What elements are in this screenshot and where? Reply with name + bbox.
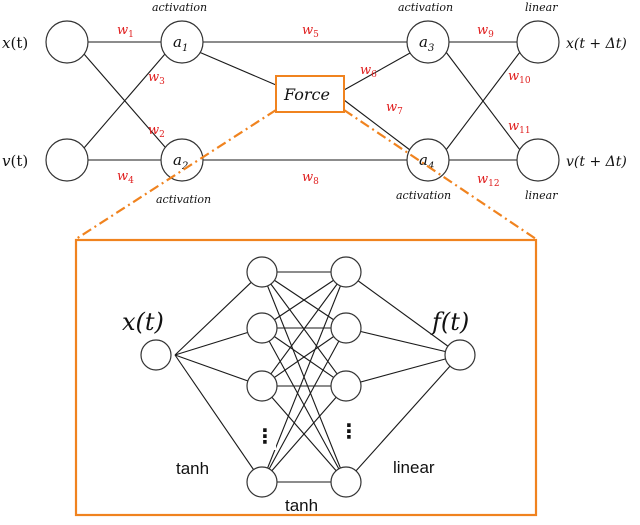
weight-w2: w2 bbox=[148, 123, 165, 140]
ellipsis-right: ⋮ bbox=[339, 419, 359, 443]
weight-w11: w11 bbox=[508, 119, 531, 136]
hidden2-node bbox=[330, 370, 362, 402]
edge-a4-xo bbox=[445, 51, 521, 151]
node-label-a4: a4 bbox=[419, 151, 434, 172]
top-network-edges bbox=[83, 41, 521, 161]
force-input-label: x(t) bbox=[122, 308, 164, 336]
caption-linear-top: linear bbox=[525, 1, 558, 14]
force-box: Force bbox=[275, 75, 345, 113]
node-label-a3: a3 bbox=[419, 33, 434, 54]
output-node-v bbox=[516, 138, 560, 182]
input-node-v bbox=[45, 138, 89, 182]
hidden2-node bbox=[330, 466, 362, 498]
caption-activation-a4: activation bbox=[396, 189, 451, 202]
edge-force-a3 bbox=[343, 52, 411, 91]
force-output-label: f(t) bbox=[430, 308, 469, 336]
zoom-callout-lines bbox=[75, 109, 537, 240]
weight-w9: w9 bbox=[477, 23, 494, 40]
weight-w6: w6 bbox=[360, 63, 377, 80]
output-label-x: x(t + Δt) bbox=[566, 36, 627, 52]
weight-w3: w3 bbox=[148, 70, 165, 87]
force-network-edges bbox=[174, 271, 461, 483]
caption-activation-a3: activation bbox=[398, 1, 453, 14]
edge-a1-force bbox=[198, 51, 277, 86]
callout-line-right bbox=[343, 109, 537, 240]
hidden1-node bbox=[246, 370, 278, 402]
hidden-node-a2 bbox=[160, 138, 204, 182]
hidden2-node bbox=[330, 256, 362, 288]
output-node-x bbox=[516, 20, 560, 64]
force-hidden-layer-2 bbox=[330, 256, 362, 498]
weight-w5: w5 bbox=[302, 23, 319, 40]
edge-v-a1 bbox=[83, 53, 166, 149]
caption-activation-a1: activation bbox=[152, 1, 207, 14]
hidden1-node bbox=[246, 256, 278, 288]
weight-labels: w1 w3 w2 w4 w5 w6 w7 w8 w9 w10 w11 w12 bbox=[117, 23, 531, 189]
caption-linear-right: linear bbox=[393, 458, 435, 477]
force-network-panel bbox=[74, 238, 538, 517]
weight-w4: w4 bbox=[117, 169, 134, 186]
node-label-a2: a2 bbox=[173, 151, 188, 172]
force-label: Force bbox=[283, 85, 330, 104]
input-node-x bbox=[45, 20, 89, 64]
caption-tanh-left: tanh bbox=[176, 459, 209, 478]
caption-linear-bottom: linear bbox=[525, 189, 558, 202]
input-label-x: x(t) bbox=[2, 34, 28, 52]
hidden-node-a1 bbox=[160, 20, 204, 64]
caption-tanh-bottom: tanh bbox=[285, 496, 318, 515]
force-hidden-layer-1 bbox=[246, 256, 278, 498]
weight-w8: w8 bbox=[302, 170, 319, 187]
weight-w12: w12 bbox=[477, 172, 500, 189]
ellipsis-bg-right bbox=[332, 415, 360, 445]
output-label-v: v(t + Δt) bbox=[566, 154, 627, 170]
node-label-a1: a1 bbox=[173, 33, 188, 54]
hidden2-node bbox=[330, 312, 362, 344]
weight-w7: w7 bbox=[386, 100, 403, 117]
hidden1-node bbox=[246, 312, 278, 344]
ellipsis-bg-left bbox=[248, 420, 276, 450]
hidden-node-a3 bbox=[406, 20, 450, 64]
weight-w1: w1 bbox=[117, 23, 134, 40]
edge-force-a4 bbox=[343, 99, 411, 151]
force-input-node bbox=[140, 339, 172, 371]
ellipsis-left: ⋮ bbox=[255, 424, 275, 448]
hidden1-node bbox=[246, 466, 278, 498]
caption-activation-a2: activation bbox=[156, 193, 211, 206]
input-label-v: v(t) bbox=[2, 152, 28, 170]
force-output-node bbox=[444, 339, 476, 371]
weight-w10: w10 bbox=[508, 69, 531, 86]
hidden-node-a4 bbox=[406, 138, 450, 182]
